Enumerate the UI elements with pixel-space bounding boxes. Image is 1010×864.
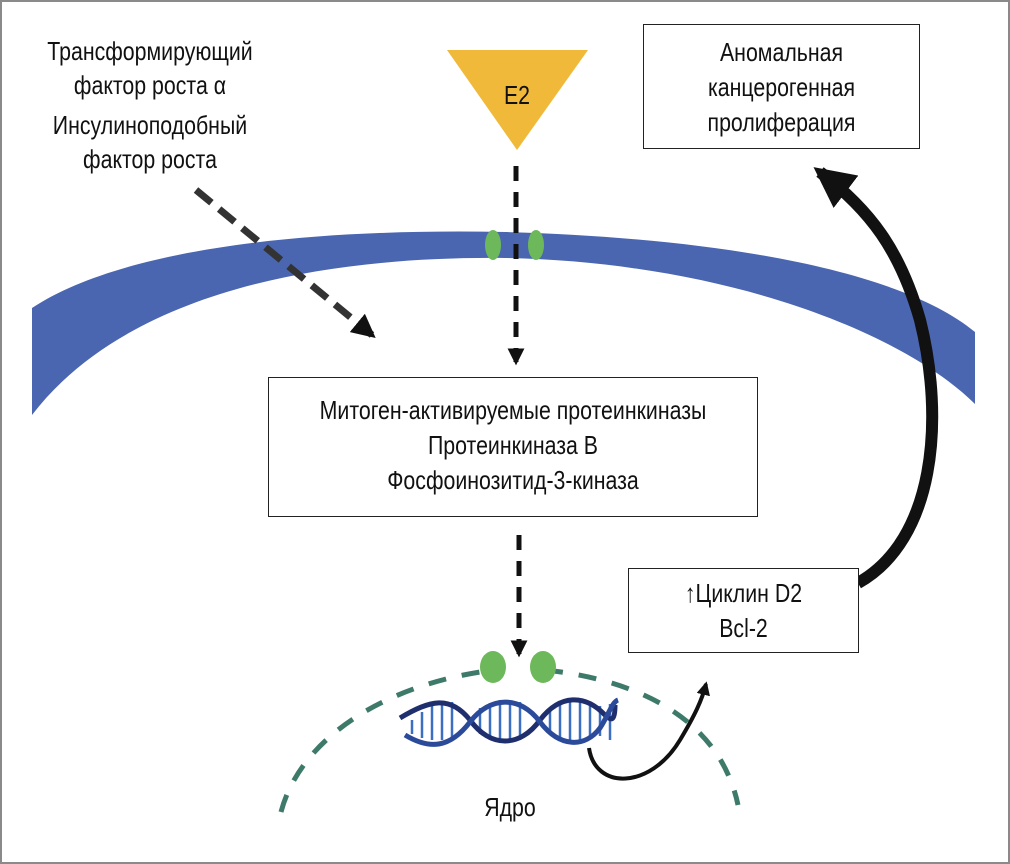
gene-expression-box: ↑Циклин D2 Bcl-2 <box>628 568 859 653</box>
membrane-receptor-left <box>485 230 501 260</box>
gene-line1: ↑Циклин D2 <box>684 578 803 608</box>
outcome-line2: канцерогенная <box>707 72 856 102</box>
estrogen-e2-label: E2 <box>503 80 531 110</box>
growth-factor-signal-arrow <box>193 187 376 339</box>
nuclear-receptor-left <box>480 651 506 683</box>
kinase-box: Митоген-активируемые протеинкиназы Проте… <box>268 377 758 517</box>
estrogen-e2-triangle-icon <box>447 50 588 150</box>
membrane-receptor-right <box>528 230 544 260</box>
cell-membrane <box>32 231 975 415</box>
igf-label-line1: Инсулиноподобный <box>52 110 248 140</box>
kinase-line2: Протеинкиназа В <box>427 430 599 460</box>
nuclear-envelope <box>278 667 741 813</box>
outcome-line3: пролиферация <box>707 107 856 137</box>
kinase-line3: Фосфоинозитид-3-киназа <box>387 465 639 495</box>
kinase-line1: Митоген-активируемые протеинкиназы <box>319 395 707 425</box>
gene-to-outcome-arrow <box>813 167 939 589</box>
nuclear-receptor-right <box>530 651 556 683</box>
dna-helix-icon <box>398 697 620 747</box>
outcome-box: Аномальная канцерогенная пролиферация <box>643 24 920 149</box>
tgf-alpha-label-line2: фактор роста α <box>73 70 227 100</box>
igf-label-line2: фактор роста <box>83 144 217 174</box>
tgf-alpha-label-line1: Трансформирующий <box>47 36 253 66</box>
dna-to-gene-arrow <box>587 681 710 781</box>
outcome-line1: Аномальная <box>719 37 844 67</box>
gene-line2: Bcl-2 <box>719 613 768 643</box>
growth-factor-labels: Трансформирующий фактор роста α Инсулино… <box>27 34 273 176</box>
nucleus-label: Ядро <box>484 792 536 822</box>
